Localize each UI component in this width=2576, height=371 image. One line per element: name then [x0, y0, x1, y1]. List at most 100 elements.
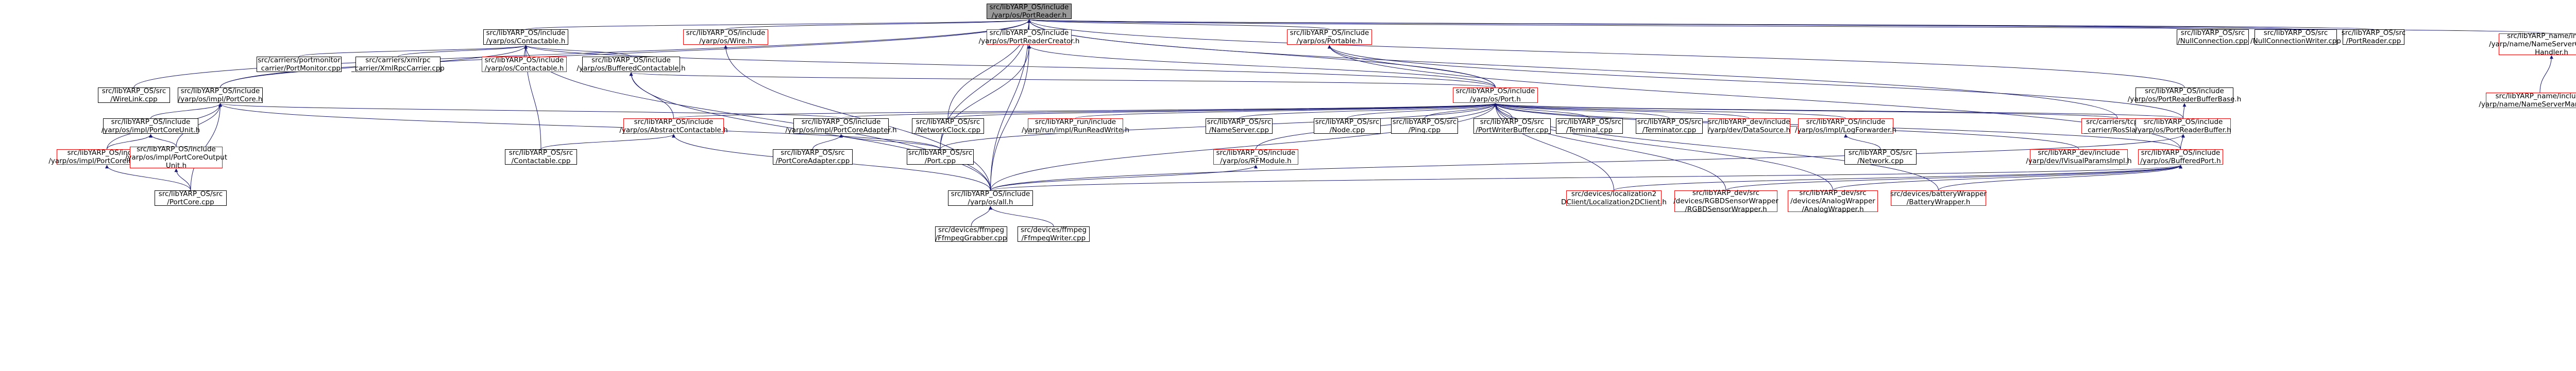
edge-alluh-to-rfmodule — [990, 165, 1258, 191]
node-portcoreoutputunit[interactable]: src/libYARP_OS/include/yarp/os/impl/Port… — [125, 145, 227, 170]
node-terminal[interactable]: src/libYARP_OS/src/Terminal.cpp — [1556, 118, 1623, 134]
edge-nameservermanager-to-nameserverconn — [2539, 55, 2553, 93]
node-contactablecpp[interactable]: src/libYARP_OS/src/Contactable.cpp — [505, 149, 577, 165]
node-portreaderbuffer[interactable]: src/libYARP_OS/include/yarp/os/PortReade… — [2135, 118, 2231, 134]
edge-portcoreunit-to-portcore_h — [150, 103, 222, 119]
edge-alluh-to-portreaderbuffer — [990, 134, 2185, 191]
node-label-line: /yarp/os/BufferedContactable.h — [577, 64, 686, 73]
node-label-line: /yarp/os/Contactable.h — [486, 37, 566, 45]
edge-wirelink-to-root — [133, 19, 1031, 88]
node-portcoreunit[interactable]: src/libYARP_OS/include/yarp/os/impl/Port… — [101, 118, 200, 134]
node-label-line: /PortCore.cpp — [167, 198, 214, 206]
node-label-line: src/libYARP_OS/src — [781, 149, 845, 157]
node-ffmpeggrabber[interactable]: src/devices/ffmpeg/FfmpegGrabber.cpp — [935, 226, 1007, 242]
node-label-line: /yarp/os/AbstractContactable.h — [619, 126, 728, 134]
node-label-line: /yarp/os/RFModule.h — [1220, 157, 1292, 165]
node-nullconn[interactable]: src/libYARP_OS/src/NullConnection.cpp — [2177, 29, 2249, 45]
edge-analogwrapper-to-port_h — [1494, 103, 1833, 191]
node-wirelink[interactable]: src/libYARP_OS/src/WireLink.cpp — [98, 87, 170, 103]
node-label-line: /yarp/os/Wire.h — [699, 37, 752, 45]
node-portreadercpp[interactable]: src/libYARP_OS/src/PortReader.cpp — [2342, 29, 2406, 45]
node-portcore_h[interactable]: src/libYARP_OS/include/yarp/os/impl/Port… — [178, 87, 263, 103]
node-portcoreadapter[interactable]: src/libYARP_OS/include/yarp/os/impl/Port… — [785, 118, 896, 134]
edge-rosslave-to-port_h — [1494, 103, 2118, 119]
edge-rgbdsensor-to-bufferedport — [1725, 165, 2182, 191]
node-analogwrapper[interactable]: src/libYARP_dev/src/devices/AnalogWrappe… — [1788, 189, 1878, 214]
node-label-line: src/libYARP_OS/include — [1455, 87, 1535, 95]
node-label-line: /PortReader.cpp — [2346, 37, 2401, 45]
node-alluh[interactable]: src/libYARP_OS/include/yarp/os/all.h — [948, 190, 1033, 206]
node-ivisualparams[interactable]: src/libYARP_dev/include/yarp/dev/IVisual… — [2026, 149, 2131, 165]
edge-analogwrapper-to-bufferedport — [1833, 165, 2182, 191]
node-nameserver[interactable]: src/libYARP_OS/src/NameServer.cpp — [1206, 118, 1273, 134]
node-portcpp[interactable]: src/libYARP_OS/src/Port.cpp — [907, 149, 974, 165]
node-rfmodule[interactable]: src/libYARP_OS/include/yarp/os/RFModule.… — [1213, 149, 1298, 165]
node-portcorecpp[interactable]: src/libYARP_OS/src/PortCore.cpp — [155, 190, 227, 206]
edge-networkcpp-to-logforwarder — [1844, 134, 1881, 150]
node-nodecpp[interactable]: src/libYARP_OS/src/Node.cpp — [1314, 118, 1381, 134]
node-label-line: /PortCoreAdapter.cpp — [775, 157, 850, 165]
edge-port_h-to-root — [1027, 19, 1496, 88]
node-nameservermanager[interactable]: src/libYARP_name/include/yarp/name/NameS… — [2479, 92, 2576, 109]
node-terminator[interactable]: src/libYARP_OS/src/Terminator.cpp — [1636, 118, 1703, 134]
edge-localization-to-bufferedport — [1614, 165, 2182, 191]
edge-portcoreadaptercpp-to-portcoreadapter — [812, 134, 843, 150]
node-portcoreadaptercpp[interactable]: src/libYARP_OS/src/PortCoreAdapter.cpp — [773, 149, 853, 165]
node-label-line: src/libYARP_OS/src — [101, 87, 166, 95]
edge-nullconnwriter-to-root — [1028, 19, 2296, 30]
edge-portreaderbuffer-to-portreaderbufferbase — [2182, 103, 2187, 119]
node-label-line: /WireLink.cpp — [110, 95, 158, 103]
edge-nodecpp-to-port_h — [1347, 103, 1497, 119]
node-label-line: Unit.h — [165, 162, 187, 170]
node-portwriterbuffer[interactable]: src/libYARP_OS/src/PortWriterBuffer.cpp — [1473, 118, 1551, 134]
node-abstractcontactable[interactable]: src/libYARP_OS/include/yarp/os/AbstractC… — [619, 118, 727, 134]
node-label-line: /yarp/os/Port.h — [1470, 95, 1521, 103]
node-portmonitor[interactable]: src/carriers/portmonitor_carrier/PortMon… — [257, 56, 342, 73]
node-label-line: src/libYARP_OS/include — [67, 149, 147, 157]
node-label-line: src/devices/ffmpeg — [1020, 226, 1087, 234]
node-label-line: src/devices/ffmpeg — [938, 226, 1005, 234]
node-ffmpegwriter[interactable]: src/devices/ffmpeg/FfmpegWriter.cpp — [1018, 226, 1090, 242]
node-label-line: src/libYARP_OS/include — [801, 118, 881, 126]
node-label-line: src/libYARP_dev/src — [1799, 189, 1867, 197]
node-label-line: src/libYARP_name/include — [2507, 32, 2576, 40]
node-label-line: src/libYARP_dev/src — [1692, 189, 1760, 197]
node-label-line: /NullConnectionWriter.cpp — [2250, 37, 2341, 45]
node-label-line: /devices/AnalogWrapper — [1790, 197, 1875, 205]
edge-abstractcontactable-to-bufferedcontactable — [629, 72, 674, 119]
edge-portreaderbuffer-to-port_h — [1494, 103, 2183, 119]
node-label-line: /Terminator.cpp — [1642, 126, 1697, 134]
node-contactable[interactable]: src/libYARP_OS/include/yarp/os/Contactab… — [483, 29, 568, 45]
node-nullconnwriter[interactable]: src/libYARP_OS/src/NullConnectionWriter.… — [2250, 29, 2341, 45]
node-rgbdsensor[interactable]: src/libYARP_dev/src/devices/RGBDSensorWr… — [1673, 189, 1778, 214]
node-nameserverconn[interactable]: src/libYARP_name/include/yarp/name/NameS… — [2489, 32, 2576, 57]
node-logforwarder[interactable]: src/libYARP_OS/include/yarp/os/impl/LogF… — [1795, 118, 1896, 134]
node-label-line: /yarp/os/impl/PortCoreUnit.h — [101, 126, 200, 134]
node-pingcpp[interactable]: src/libYARP_OS/src/Ping.cpp — [1391, 118, 1458, 134]
edge-terminal-to-port_h — [1494, 103, 1590, 119]
node-wire[interactable]: src/libYARP_OS/include/yarp/os/Wire.h — [683, 29, 768, 45]
edge-portcpp-to-portcoreadapter — [839, 134, 941, 150]
edge-portreaderbufferbase-to-root — [1027, 19, 2185, 88]
edge-networkclock-to-port_h — [947, 103, 1497, 119]
node-label-line: src/libYARP_OS/include — [686, 29, 766, 37]
node-networkcpp[interactable]: src/libYARP_OS/src/Network.cpp — [1844, 149, 1917, 165]
node-runreadwrite[interactable]: src/libYARP_run/include/yarp/run/impl/Ru… — [1022, 118, 1129, 134]
edge-ffmpeggrabber-to-alluh — [971, 206, 992, 227]
node-datasource[interactable]: src/libYARP_dev/include/yarp/dev/DataSou… — [1708, 118, 1790, 134]
node-bufferedcontactable[interactable]: src/libYARP_OS/include/yarp/os/BufferedC… — [577, 56, 685, 73]
edge-terminator-to-port_h — [1494, 103, 1670, 119]
node-networkclock[interactable]: src/libYARP_OS/src/NetworkClock.cpp — [912, 118, 984, 134]
node-batterywrapper[interactable]: src/devices/batteryWrapper/BatteryWrappe… — [1890, 190, 1987, 206]
node-contactable_i[interactable]: src/libYARP_OS/include/yarp/os/Contactab… — [482, 56, 567, 73]
node-port_h[interactable]: src/libYARP_OS/include/yarp/os/Port.h — [1453, 87, 1538, 103]
node-label-line: src/libYARP_OS/src — [509, 149, 573, 157]
node-label-line: _carrier/PortMonitor.cpp — [257, 64, 341, 73]
node-label-line: src/libYARP_OS/include — [1806, 118, 1886, 126]
node-portreadercreator[interactable]: src/libYARP_OS/include/yarp/os/PortReade… — [979, 29, 1080, 45]
node-portreaderbufferbase[interactable]: src/libYARP_OS/include/yarp/os/PortReade… — [2128, 87, 2242, 103]
node-portable[interactable]: src/libYARP_OS/include/yarp/os/Portable.… — [1287, 29, 1372, 45]
node-xmlrpc[interactable]: src/carriers/xmlrpc_carrier/XmlRpcCarrie… — [351, 56, 445, 73]
node-bufferedport[interactable]: src/libYARP_OS/include/yarp/os/BufferedP… — [2138, 149, 2223, 165]
